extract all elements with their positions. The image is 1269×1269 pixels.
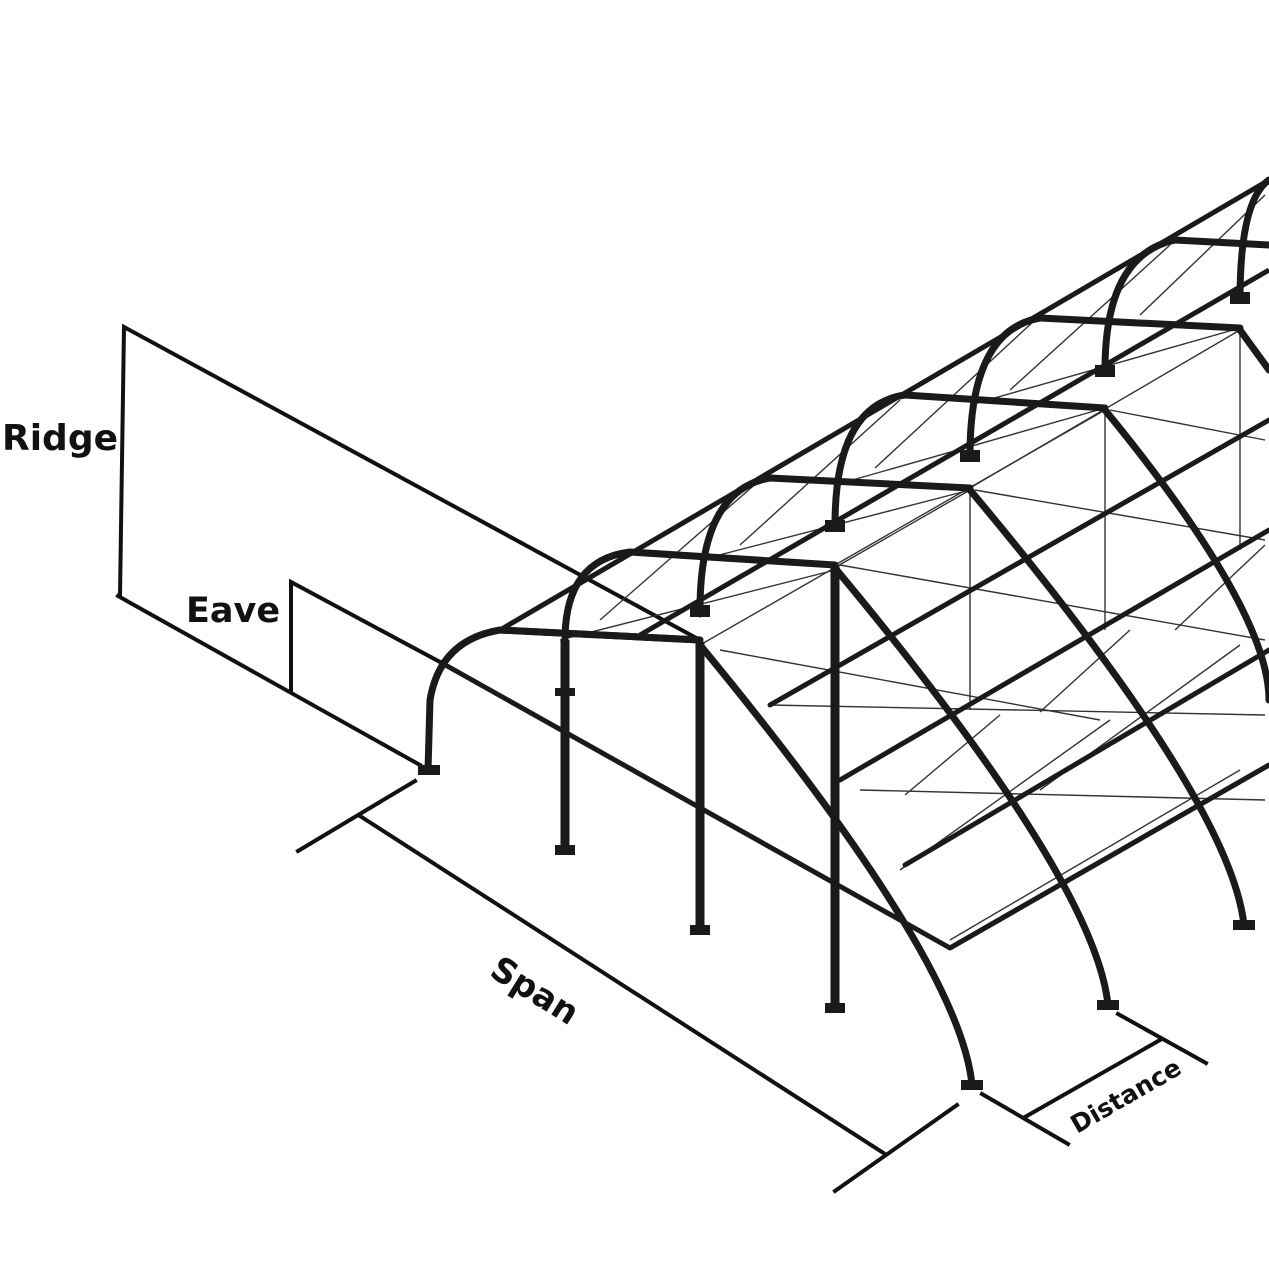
span-label: Span xyxy=(483,949,586,1034)
eave-label: Eave xyxy=(186,591,280,631)
ridge-label: Ridge xyxy=(2,418,118,459)
distance-dimension xyxy=(979,1011,1209,1147)
end-wall xyxy=(418,565,845,1013)
ridge-dimension xyxy=(117,323,703,643)
distance-label: Distance xyxy=(1066,1053,1187,1139)
side-arches xyxy=(696,326,1269,1090)
roof-purlins xyxy=(767,417,1269,951)
roof-arches xyxy=(561,176,1269,693)
eave-dimension xyxy=(115,578,443,768)
span-dimension xyxy=(295,778,960,1194)
